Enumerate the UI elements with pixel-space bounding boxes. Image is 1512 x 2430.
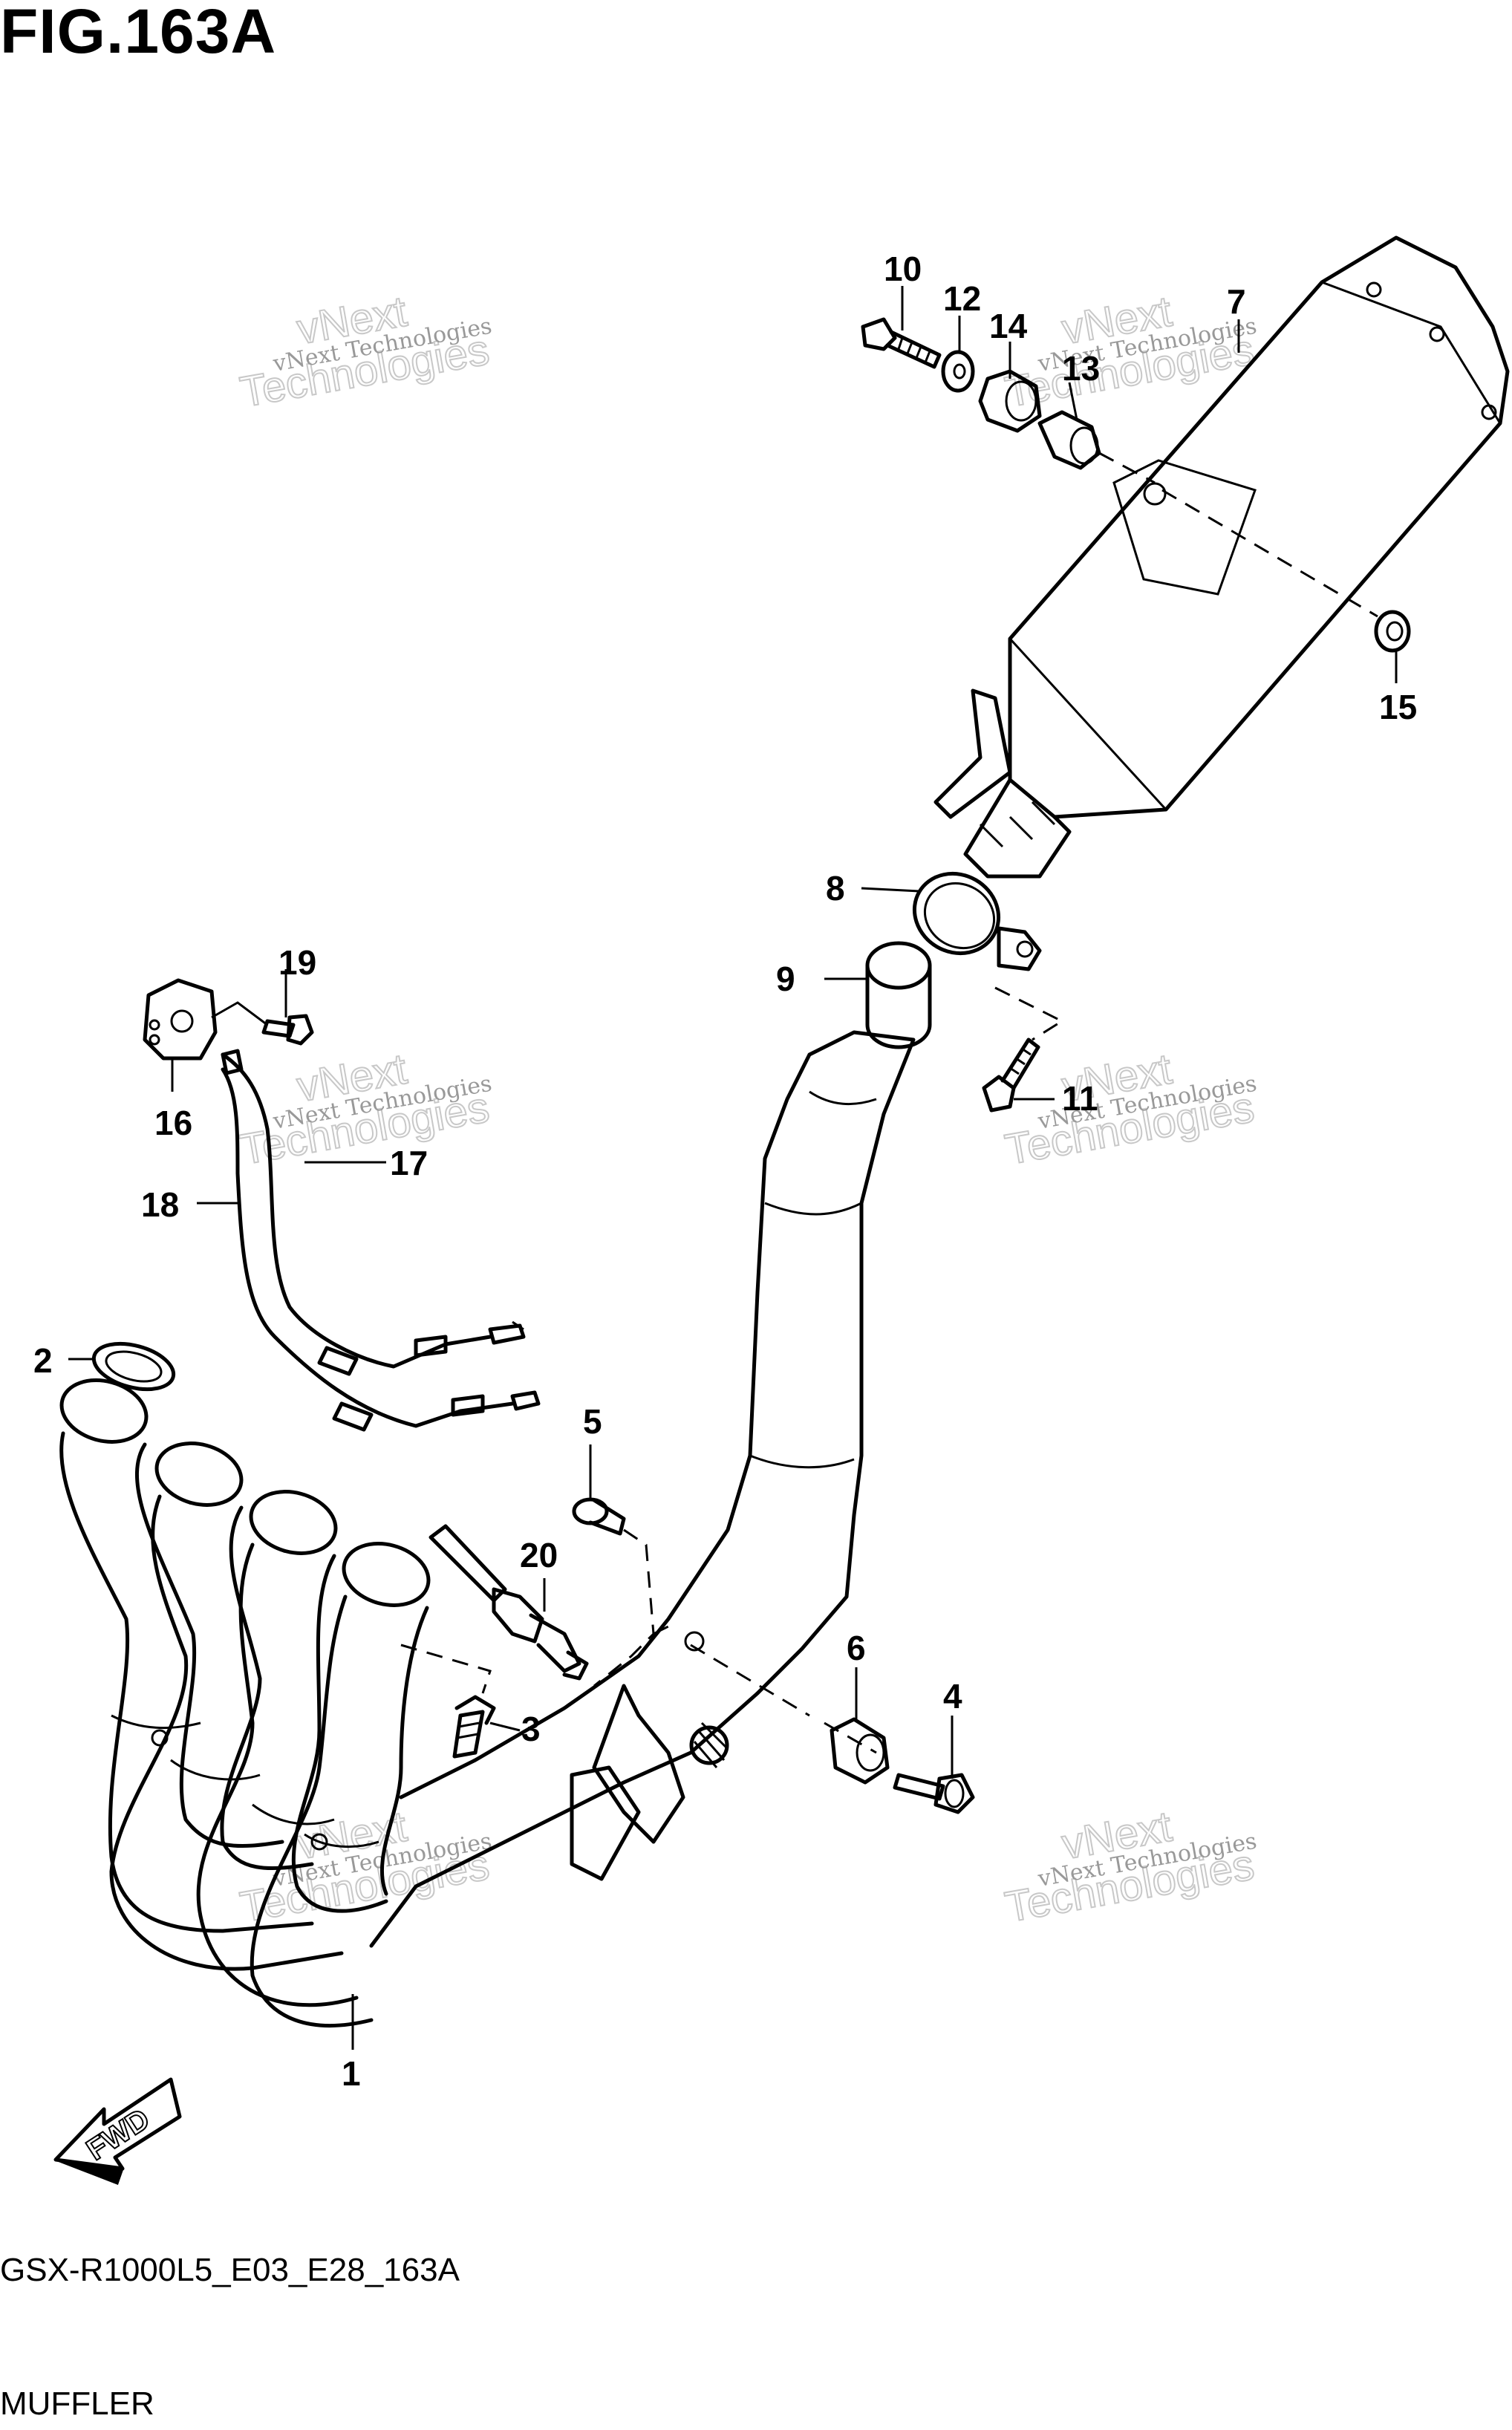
callout-8: 8 [826, 869, 845, 908]
assembly-line-bolt-5 [593, 1528, 677, 1687]
callout-18: 18 [141, 1185, 179, 1224]
leader-bracket-screw [211, 1001, 268, 1026]
part-11-bolt[interactable] [982, 1038, 1040, 1113]
watermark-group: vNext Technologies vNext Technologies vN… [236, 287, 1259, 1932]
part-1-exhaust-pipe[interactable] [369, 1030, 916, 1948]
callout-11: 11 [1062, 1079, 1098, 1118]
fwd-arrow-icon: FWD [53, 2077, 182, 2185]
part-12-washer[interactable] [941, 350, 975, 393]
part-20-sensor[interactable] [428, 1524, 589, 1681]
callout-labels: 10 12 14 13 7 15 8 9 11 19 16 17 18 2 5 … [33, 250, 1417, 2093]
figure-title: FIG.163A [0, 0, 277, 66]
leader-lines [68, 286, 1398, 2050]
part-6-grommet[interactable] [830, 1717, 890, 1785]
figure-code: GSX-R1000L5_E03_E28_163A [0, 2252, 460, 2288]
part-19-screw[interactable] [261, 1014, 314, 1046]
assembly-line-stud [400, 1644, 492, 1694]
callout-12: 12 [943, 279, 981, 318]
part-3-stud[interactable] [452, 1695, 496, 1759]
part-13-collar[interactable] [1037, 410, 1101, 470]
part-15-nut[interactable] [1374, 610, 1411, 653]
callout-14: 14 [989, 307, 1028, 345]
callout-13: 13 [1062, 349, 1100, 388]
assembly-line-bracket [1098, 452, 1378, 618]
callout-5: 5 [583, 1402, 602, 1441]
figure-name: MUFFLER [0, 2385, 154, 2422]
callout-1: 1 [342, 2054, 361, 2093]
part-2-gasket[interactable] [89, 1336, 179, 1398]
callout-20: 20 [520, 1536, 558, 1574]
callout-7: 7 [1227, 282, 1246, 321]
callout-10: 10 [884, 250, 922, 288]
callout-9: 9 [776, 960, 795, 998]
part-17-cable[interactable] [221, 1052, 526, 1369]
part-10-bolt[interactable] [861, 317, 942, 369]
part-5-bolt[interactable] [572, 1497, 626, 1536]
callout-16: 16 [154, 1104, 192, 1142]
part-7-muffler[interactable] [933, 235, 1510, 879]
callout-17: 17 [390, 1144, 428, 1182]
part-1-header-pipes[interactable] [55, 1371, 436, 2027]
part-16-bracket[interactable] [143, 978, 218, 1061]
part-18-cable[interactable] [221, 1049, 541, 1432]
part-14-grommet[interactable] [978, 369, 1042, 433]
assembly-line-clamp-bolt [994, 986, 1065, 1041]
callout-3: 3 [521, 1710, 541, 1748]
part-9-gasket[interactable] [865, 941, 932, 1049]
callout-4: 4 [943, 1677, 962, 1716]
callout-6: 6 [847, 1629, 866, 1667]
callout-15: 15 [1379, 688, 1417, 726]
part-4-bolt[interactable] [893, 1773, 975, 1814]
callout-2: 2 [33, 1341, 53, 1380]
callout-19: 19 [278, 943, 316, 982]
